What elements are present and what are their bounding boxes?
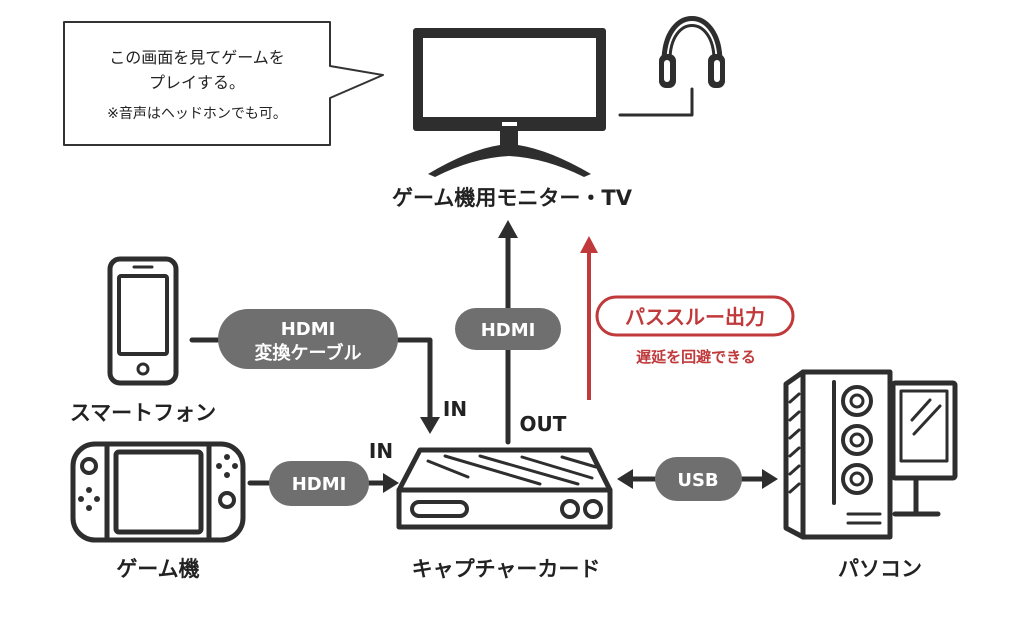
callout-line-2: プレイする。	[149, 73, 245, 92]
passthrough-badge: パススルー出力	[595, 295, 795, 337]
card-pc-cable-badge: USB	[655, 457, 742, 501]
pc-label: パソコン	[838, 557, 922, 581]
pc-icon	[783, 369, 958, 540]
game-console-icon	[70, 441, 246, 543]
pc-monitor-icon	[890, 380, 958, 517]
smartphone-icon	[107, 256, 179, 386]
speech-bubble-shape	[63, 21, 384, 146]
pc-tower-icon	[783, 369, 893, 540]
monitor-icon	[413, 28, 606, 177]
card-out-port-label: OUT	[520, 412, 567, 436]
card-to-monitor-cable-label: HDMI	[481, 320, 536, 341]
phone-to-card-cable-badge: HDMI 変換ケーブル	[218, 309, 398, 369]
console-cable-label: HDMI	[292, 474, 347, 495]
speech-bubble: この画面を見てゲームを プレイする。 ※音声はヘッドホンでも可。	[63, 21, 384, 146]
capture-card-icon	[396, 447, 613, 530]
monitor-label: ゲーム機用モニター・TV	[392, 186, 633, 210]
phone-cable-label-line-1: HDMI	[281, 319, 336, 340]
smartphone-label: スマートフォン	[70, 401, 216, 425]
console-to-card-cable-badge: HDMI	[269, 461, 369, 506]
headphones-icon	[659, 16, 725, 88]
passthrough-arrow	[580, 236, 598, 400]
callout-note: ※音声はヘッドホンでも可。	[107, 105, 287, 122]
console-in-port-label: IN	[369, 439, 393, 463]
callout-line-1: この画面を見てゲームを	[109, 48, 285, 67]
passthrough-label: パススルー出力	[625, 305, 765, 329]
phone-cable-label-line-2: 変換ケーブル	[255, 342, 362, 364]
phone-in-port-label: IN	[443, 397, 467, 421]
usb-cable-label: USB	[677, 470, 718, 491]
headphone-cable	[618, 87, 694, 117]
card-to-monitor-cable-badge: HDMI	[455, 308, 561, 350]
capture-card-label: キャプチャーカード	[412, 557, 601, 581]
game-console-label: ゲーム機	[116, 557, 199, 581]
passthrough-note: 遅延を回避できる	[636, 348, 756, 366]
